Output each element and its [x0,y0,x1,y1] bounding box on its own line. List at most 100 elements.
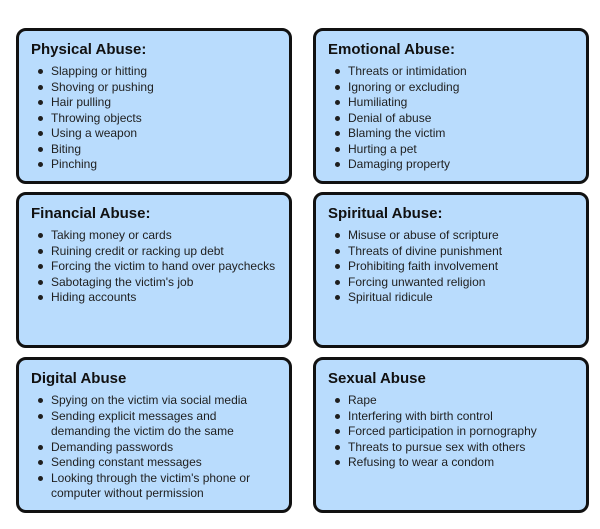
list-item: Hair pulling [37,95,277,111]
list-item-text: Misuse or abuse of scripture [348,228,499,242]
list-item: Threats to pursue sex with others [334,440,574,456]
list-item-text: Looking through the victim's phone or co… [51,470,251,501]
list-item: Biting [37,142,277,158]
list-item: Slapping or hitting [37,64,277,80]
list-item-text: Demanding passwords [51,439,174,454]
list-item-text: Denial of abuse [348,110,432,125]
list-item: Demanding passwords [37,440,277,456]
list-item: Prohibiting faith involvement [334,259,574,275]
list-item: Spiritual ridicule [334,290,574,306]
list-item-text: Sending constant messages [51,455,202,469]
list-item-text: Prohibiting faith involvement [348,259,499,273]
list-item-text: Forced participation in pornography [348,424,537,438]
list-item-text: Biting [51,141,82,156]
bullet-icon [38,248,43,254]
list-item-text: Ruining credit or racking up debt [51,243,224,258]
list-item: Shoving or pushing [37,80,277,96]
card-title: Physical Abuse: [31,41,147,58]
bullet-icon [335,398,340,403]
card-title: Sexual Abuse [328,370,426,387]
list-item: Sending explicit messages and demanding … [37,409,277,440]
list-item: Refusing to wear a condom [334,455,574,471]
card-title: Emotional Abuse: [328,41,455,58]
bullet-icon [38,264,43,269]
list-item-text: Threats or intimidation [348,64,467,78]
bullet-icon [335,248,340,254]
bullet-icon [335,162,340,167]
list-item: Pinching [37,157,277,173]
list-item-text: Hair pulling [51,95,112,109]
list-item-text: Ignoring or excluding [348,79,460,94]
bullet-icon [38,115,43,121]
bullet-icon [335,100,340,105]
list-item: Ignoring or excluding [334,80,574,96]
list-item: Threats of divine punishment [334,244,574,260]
list-item: Threats or intimidation [334,64,574,80]
list-item: Denial of abuse [334,111,574,127]
list-item: Misuse or abuse of scripture [334,228,574,244]
list-item: Forcing unwanted religion [334,275,574,291]
bullet-icon [335,295,340,300]
list-item-text: Pinching [51,157,98,171]
bullet-icon [335,131,340,136]
bullet-icon [38,84,43,90]
card-spiritual-abuse: Spiritual Abuse: Misuse or abuse of scri… [313,192,589,348]
bullet-icon [38,233,43,238]
list-item-text: Interfering with birth control [348,408,493,423]
list-item-text: Humiliating [348,95,408,109]
bullet-icon [38,295,43,300]
card-title: Spiritual Abuse: [328,205,443,222]
list-item-text: Rape [348,393,377,407]
list-item-text: Sending explicit messages and demanding … [51,408,234,439]
card-title: Digital Abuse [31,370,127,387]
list-item-text: Sabotaging the victim's job [51,274,194,289]
list-item: Sabotaging the victim's job [37,275,277,291]
list-item: Forcing the victim to hand over paycheck… [37,259,277,275]
bullet-icon [38,279,43,285]
list-item-text: Blaming the victim [348,126,446,140]
list-item-text: Hurting a pet [348,141,417,156]
list-item: Sending constant messages [37,455,277,471]
list-item: Forced participation in pornography [334,424,574,440]
list-item-text: Throwing objects [51,110,142,125]
bullet-icon [335,460,340,465]
list-item: Rape [334,393,574,409]
list-item: Ruining credit or racking up debt [37,244,277,260]
card-emotional-abuse: Emotional Abuse: Threats or intimidation… [313,28,589,184]
list-item: Damaging property [334,157,574,173]
list-item: Throwing objects [37,111,277,127]
list-item-text: Spying on the victim via social media [51,393,248,407]
list-item: Hiding accounts [37,290,277,306]
bullet-icon [335,146,340,152]
bullet-icon [38,162,43,167]
bullet-icon [38,475,43,481]
bullet-icon [38,413,43,419]
list-item-text: Refusing to wear a condom [348,455,495,469]
bullet-icon [335,444,340,450]
bullet-icon [38,398,43,403]
list-item-text: Forcing the victim to hand over paycheck… [51,259,276,273]
bullet-icon [38,460,43,465]
list-item: Using a weapon [37,126,277,142]
bullet-icon [38,146,43,152]
list-item-text: Taking money or cards [51,228,172,242]
bullet-icon [38,100,43,105]
bullet-icon [335,84,340,90]
bullet-icon [38,444,43,450]
list-item: Taking money or cards [37,228,277,244]
bullet-icon [335,115,340,121]
list-item-text: Damaging property [348,157,451,171]
card-title: Financial Abuse: [31,205,151,222]
bullet-icon [38,69,43,74]
bullet-icon [335,429,340,434]
list-item: Interfering with birth control [334,409,574,425]
list-item-text: Using a weapon [51,126,138,140]
